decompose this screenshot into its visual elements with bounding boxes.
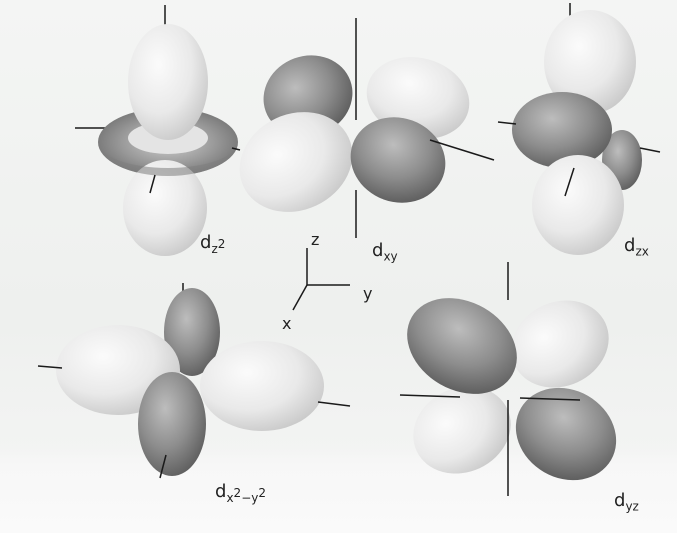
dyz-orbital — [399, 262, 617, 496]
dyz-lobe-lower-right-dark — [515, 387, 617, 481]
dzx-axis-left — [497, 121, 517, 125]
label-dyz-main: d — [614, 490, 626, 511]
dyz-lobe-lower-left-light — [413, 386, 511, 474]
dz2-axis-x — [149, 174, 156, 194]
dz2-orbital — [75, 5, 241, 256]
label-dz2-sub: z — [211, 241, 218, 256]
label-dxy-sub: xy — [383, 249, 398, 264]
dx2y2-axis-left — [37, 365, 63, 369]
dzx-axis-right — [639, 147, 661, 153]
dxy-orbital — [239, 18, 495, 238]
label-dx2y2-sub-sup: 2 — [233, 485, 242, 500]
dx2y2-lobe-right-light — [200, 341, 324, 431]
dz2-lobe-top — [128, 24, 208, 140]
label-dx2y2-sub-sup2: 2 — [258, 485, 266, 500]
label-dx2y2-sub-a: x — [226, 490, 234, 505]
dzx-lobe-back-light — [544, 10, 636, 114]
dyz-axis-right — [519, 397, 581, 401]
label-dyz: dyz — [614, 490, 639, 514]
legend-label-z: z — [311, 230, 320, 249]
label-dxy-main: d — [372, 240, 384, 261]
dyz-lobe-upper-left-dark — [407, 298, 517, 394]
dzx-orbital — [497, 3, 661, 255]
dz2-axis-right — [231, 147, 241, 151]
dyz-axis-left — [399, 394, 461, 398]
label-dxy: dxy — [372, 240, 398, 264]
legend-label-y: y — [363, 284, 373, 303]
dx2y2-axis-x — [159, 454, 167, 479]
dyz-lobe-upper-right-light — [511, 300, 609, 388]
label-dzx-main: d — [624, 235, 636, 256]
axes-legend — [292, 248, 350, 311]
label-dx2y2-main: d — [215, 481, 227, 502]
dx2y2-lobe-back-dark — [164, 288, 220, 376]
legend-axis-x — [292, 284, 308, 311]
label-dyz-sub: yz — [625, 499, 639, 514]
label-dzx-sub: zx — [635, 244, 649, 259]
label-dx2y2: dx2−y2 — [215, 481, 266, 505]
legend-label-x: x — [282, 314, 292, 333]
label-dzx: dzx — [624, 235, 649, 259]
dzx-lobe-front-dark — [512, 92, 612, 168]
dz2-ring-front-band — [98, 142, 238, 176]
dxy-lobe-front-light — [239, 112, 353, 212]
dx2y2-lobe-front-dark — [138, 372, 206, 476]
label-dz2-sup: 2 — [217, 236, 226, 251]
dxy-axis-right — [429, 139, 495, 161]
label-dx2y2-sub-b: −y — [241, 490, 259, 505]
dz2-lobe-bottom — [123, 160, 207, 256]
label-dz2-main: d — [200, 232, 212, 253]
label-dz2: dz2 — [200, 232, 225, 256]
dzx-lobe-front-light — [532, 155, 624, 255]
dxy-lobe-front-dark — [350, 117, 446, 203]
dzx-axis-x — [564, 167, 575, 197]
dx2y2-axis-right — [317, 401, 351, 407]
dx2y2-orbital — [37, 283, 351, 479]
